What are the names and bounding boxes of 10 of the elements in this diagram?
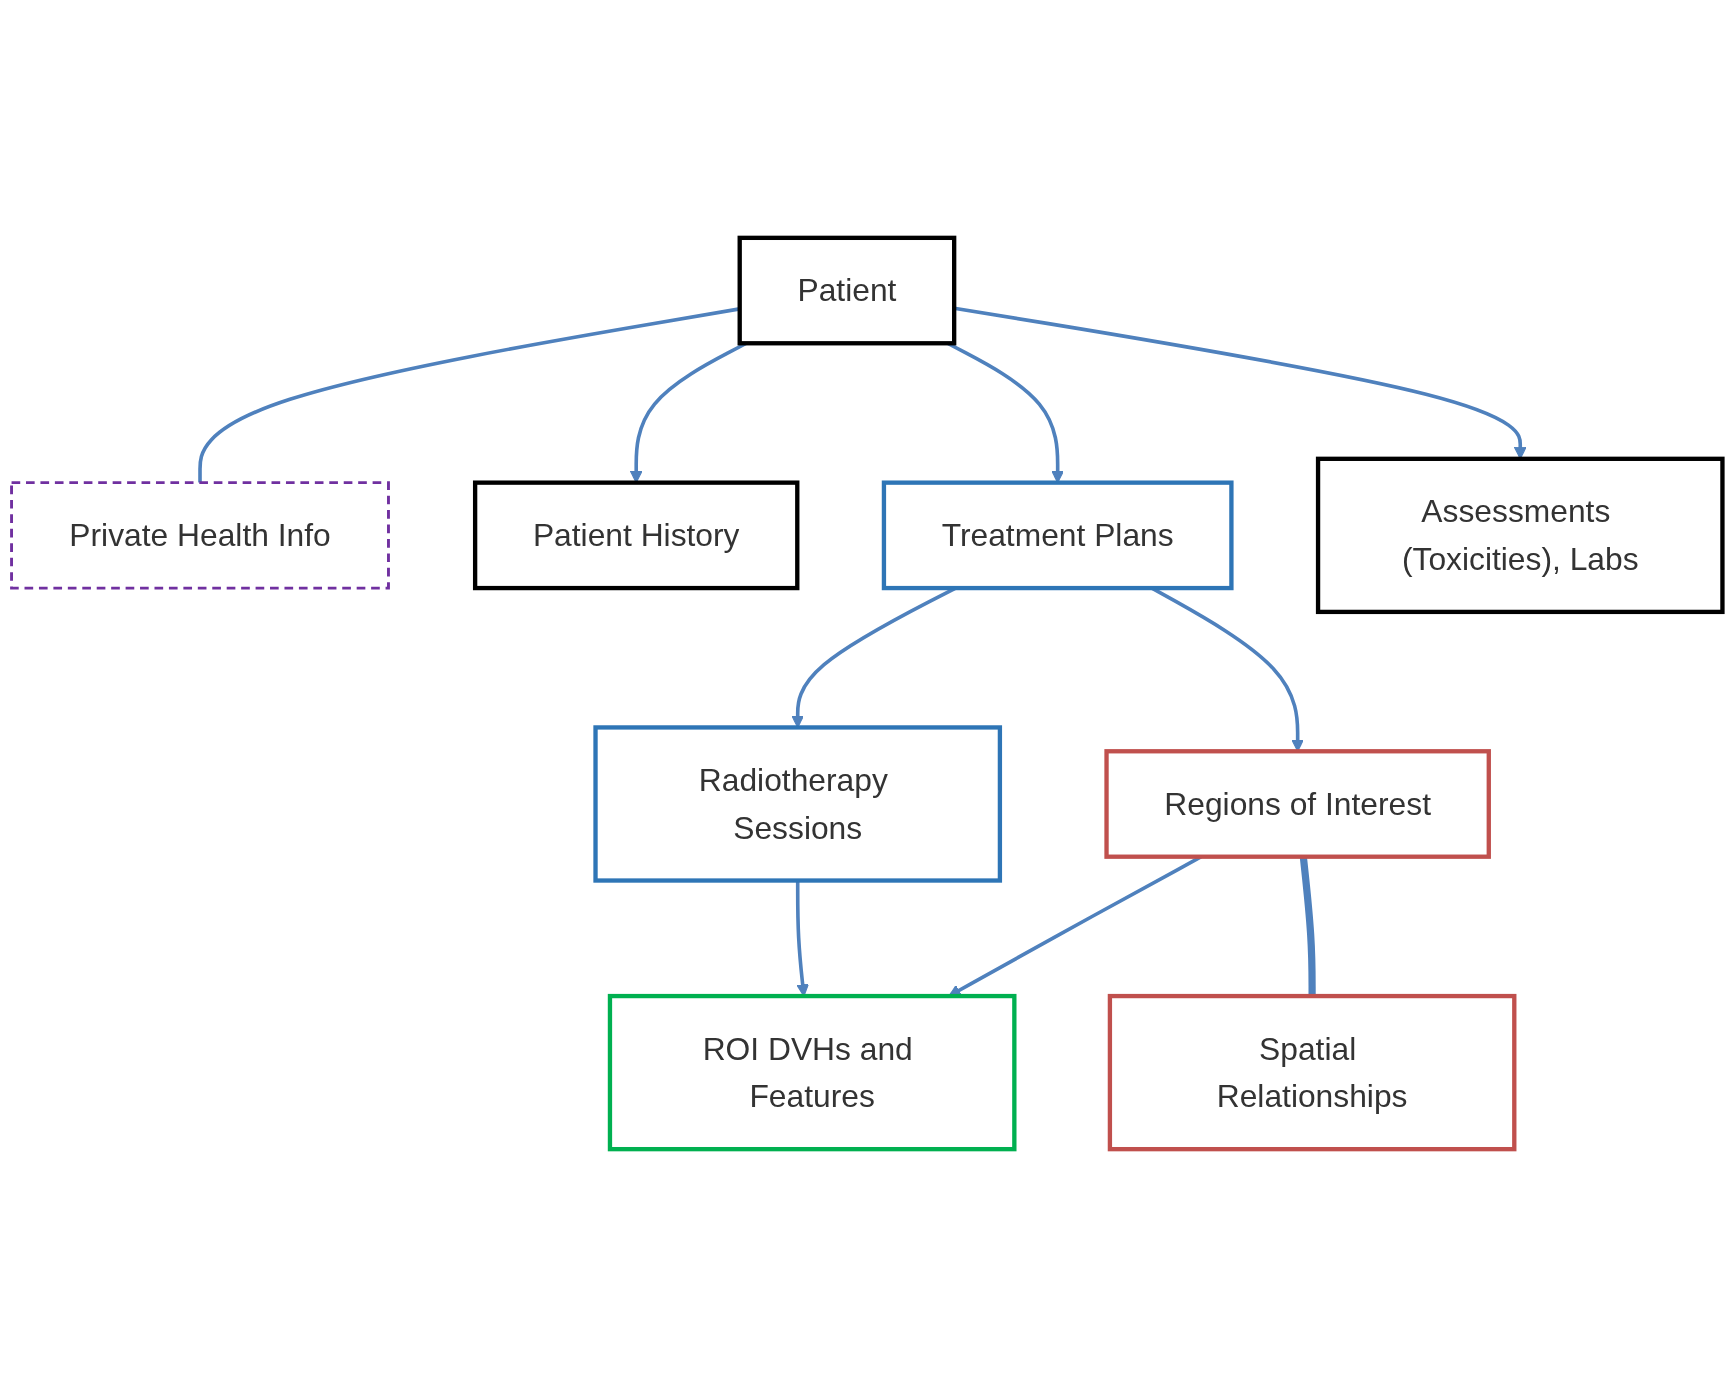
node-box: Spatial Relationships: [1107, 993, 1517, 1152]
node-box: Patient History: [472, 480, 800, 591]
node-box: Treatment Plans: [881, 480, 1234, 591]
node-box: Regions of Interest: [1104, 749, 1491, 859]
node-box: Private Health Info: [10, 481, 390, 590]
connector: [1299, 856, 1316, 997]
node-box: Radiotherapy Sessions: [593, 725, 1003, 883]
node-box: ROI DVHs and Features: [607, 993, 1017, 1152]
node-box: Patient: [737, 235, 957, 346]
node-box: Assessments (Toxicities), Labs: [1315, 456, 1725, 615]
